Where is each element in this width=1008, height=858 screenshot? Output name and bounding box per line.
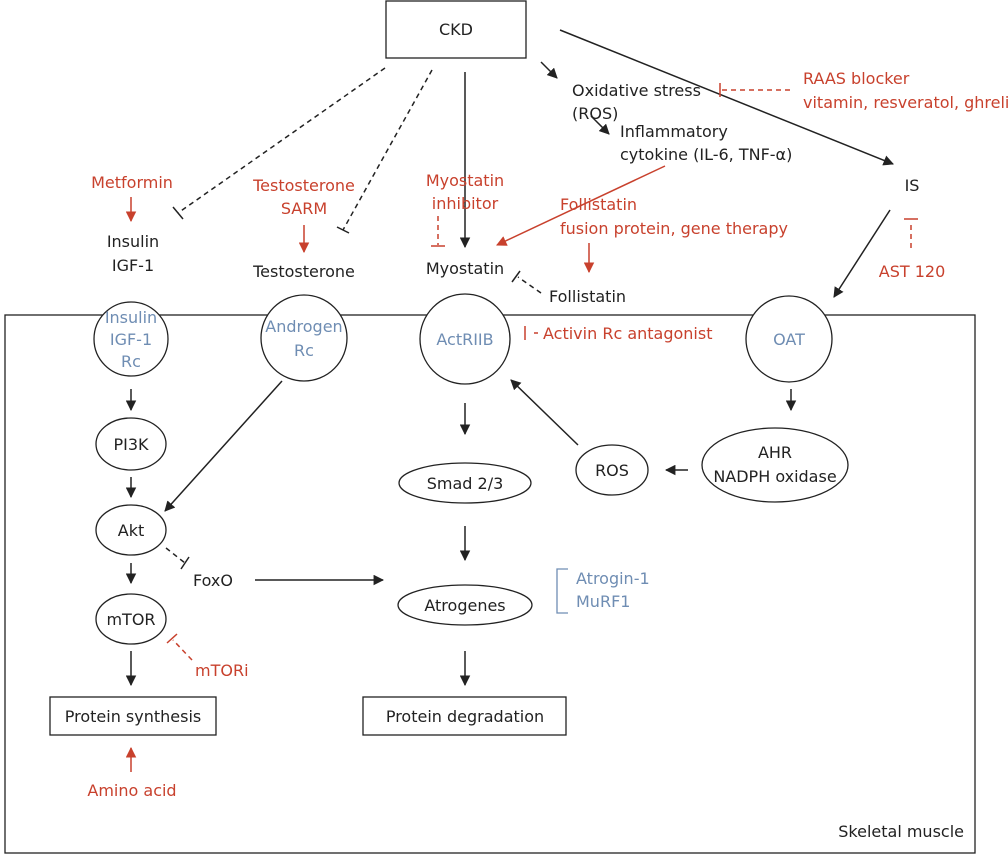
mtori-inhibit-bar (166, 633, 178, 644)
protein-synthesis-box (49, 696, 217, 736)
protein-degradation-box (362, 696, 567, 736)
ros-to-actriib-arrow (510, 379, 579, 446)
myostatin-inhibitor-label-1: Myostatin (426, 171, 504, 190)
ahr-label: AHR (758, 443, 792, 462)
sarm-label: SARM (281, 199, 327, 218)
mtori-inhibit-line (172, 639, 193, 661)
raas-supplements-label: vitamin, resveratol, ghrelin (803, 93, 1008, 112)
atrogenes-node (397, 584, 533, 626)
ckd-label: CKD (439, 20, 473, 39)
ast120-label: AST 120 (879, 262, 946, 281)
nadph-oxidase-label: NADPH oxidase (713, 467, 836, 486)
oxidative-to-inflammatory-arrow (590, 115, 610, 135)
myostatin-label: Myostatin (426, 259, 504, 278)
ckd-to-is-arrow (559, 29, 894, 166)
follistatin-inhibits-myostatin-line (517, 276, 542, 294)
oat-receptor (745, 295, 833, 383)
mtori-label: mTORi (195, 661, 249, 680)
akt-inhibits-foxo-line (165, 547, 186, 564)
oxidative-stress-label: Oxidative stress (572, 81, 701, 100)
androgen-to-akt-arrow (164, 380, 283, 512)
testosterone-label: Testosterone (252, 262, 355, 281)
inflammatory-to-myostatin-arrow (496, 165, 666, 246)
smad-label: Smad 2/3 (427, 474, 504, 493)
insulin-rc-label-3: Rc (121, 352, 141, 371)
mtor-node (95, 593, 167, 645)
ckd-inhibits-insulin-bar (172, 206, 184, 220)
myostatin-inhibitor-label-2: inhibitor (432, 194, 499, 213)
pi3k-label: PI3K (113, 435, 149, 454)
ckd-to-oxidative-arrow (540, 61, 558, 79)
is-label: IS (905, 176, 920, 195)
akt-inhibits-foxo-bar (180, 556, 190, 570)
ckd-inhibits-testosterone-bar (336, 226, 350, 234)
follistatin-therapy-label-2: fusion protein, gene therapy (560, 219, 788, 238)
skeletal-muscle-frame (4, 314, 976, 854)
ckd-inhibits-testosterone-line (342, 69, 433, 231)
follistatin-therapy-label-1: Follistatin (560, 195, 637, 214)
amino-acid-label: Amino acid (87, 781, 176, 800)
akt-label: Akt (118, 521, 144, 540)
inflammatory-cytokine-label: cytokine (IL-6, TNF-α) (620, 145, 792, 164)
androgen-rc-receptor (260, 294, 348, 382)
akt-node (95, 504, 167, 556)
androgen-rc-label-2: Rc (294, 341, 314, 360)
testosterone-therapy-label: Testosterone (252, 176, 355, 195)
actriib-label: ActRIIB (436, 330, 493, 349)
insulin-label: Insulin (107, 232, 159, 251)
actriib-receptor (419, 293, 511, 385)
follistatin-label: Follistatin (549, 287, 626, 306)
murf1-label: MuRF1 (576, 592, 630, 611)
oat-label: OAT (773, 330, 805, 349)
insulin-rc-label-2: IGF-1 (110, 330, 152, 349)
mtor-label: mTOR (106, 610, 155, 629)
insulin-rc-receptor (93, 301, 169, 377)
ckd-box (385, 0, 527, 59)
atrogenes-label: Atrogenes (424, 596, 505, 615)
ahr-node (701, 427, 849, 503)
ros-node (575, 444, 649, 496)
metformin-label: Metformin (91, 173, 173, 192)
atrogenes-bracket (556, 568, 568, 614)
foxo-label: FoxO (193, 571, 233, 590)
raas-blocker-label: RAAS blocker (803, 69, 910, 88)
protein-degradation-label: Protein degradation (386, 707, 544, 726)
igf1-label: IGF-1 (112, 256, 154, 275)
atrogin1-label: Atrogin-1 (576, 569, 650, 588)
activin-rc-antagonist-label: Activin Rc antagonist (543, 324, 712, 343)
oxidative-stress-ros-label: (ROS) (572, 104, 618, 123)
pi3k-node (95, 417, 167, 471)
skeletal-muscle-label: Skeletal muscle (838, 822, 964, 841)
is-to-oat-arrow (833, 209, 891, 298)
ckd-inhibits-insulin-line (177, 67, 386, 214)
insulin-rc-label-1: Insulin (105, 308, 157, 327)
ros-label: ROS (595, 461, 629, 480)
follistatin-inhibits-myostatin-bar (511, 270, 521, 283)
protein-synthesis-label: Protein synthesis (65, 707, 202, 726)
inflammatory-label: Inflammatory (620, 122, 728, 141)
androgen-rc-label-1: Androgen (265, 317, 342, 336)
smad-node (398, 462, 532, 504)
